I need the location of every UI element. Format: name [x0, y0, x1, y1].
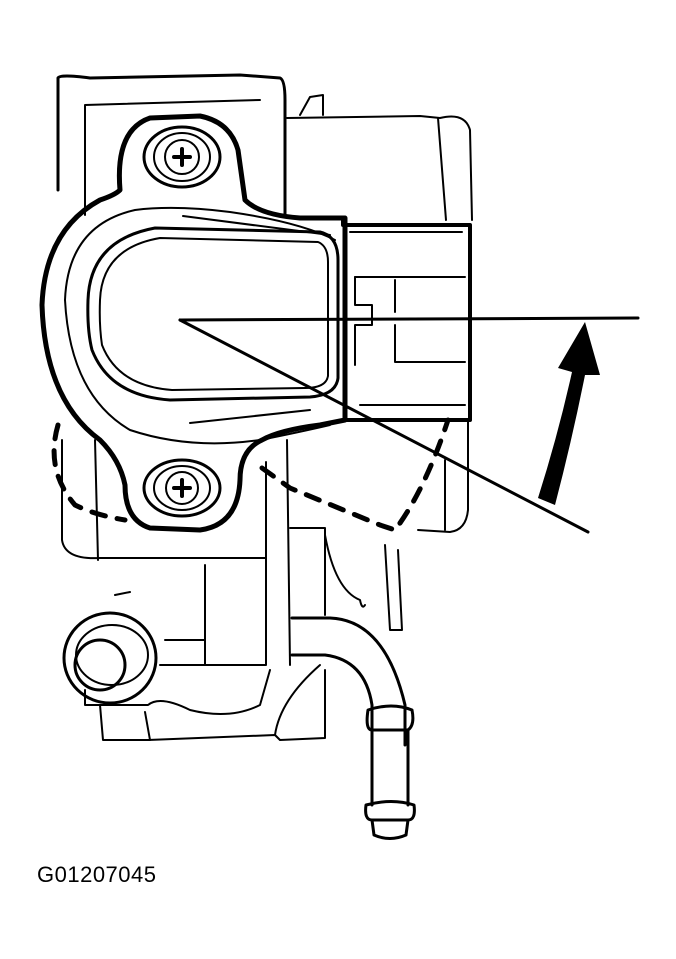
angle-indicator — [178, 316, 640, 534]
rotation-arrow-icon — [538, 322, 600, 505]
hex-bolt — [62, 591, 158, 705]
sensor-connector — [341, 216, 472, 422]
upper-mounting-screw — [142, 125, 222, 189]
lower-mounting-screw — [142, 458, 222, 518]
figure-caption-id: G01207045 — [37, 862, 157, 887]
rotation-angle-line — [178, 318, 590, 534]
throttle-position-sensor — [39, 113, 348, 533]
horizontal-reference-line — [178, 316, 640, 322]
phillips-head-icon — [172, 478, 192, 498]
throttle-body-lower — [61, 439, 403, 741]
hose-fitting — [290, 616, 416, 840]
rotated-position-dashed-outline — [51, 417, 451, 533]
phillips-head-icon — [172, 147, 192, 167]
throttle-body-housing — [56, 73, 473, 533]
